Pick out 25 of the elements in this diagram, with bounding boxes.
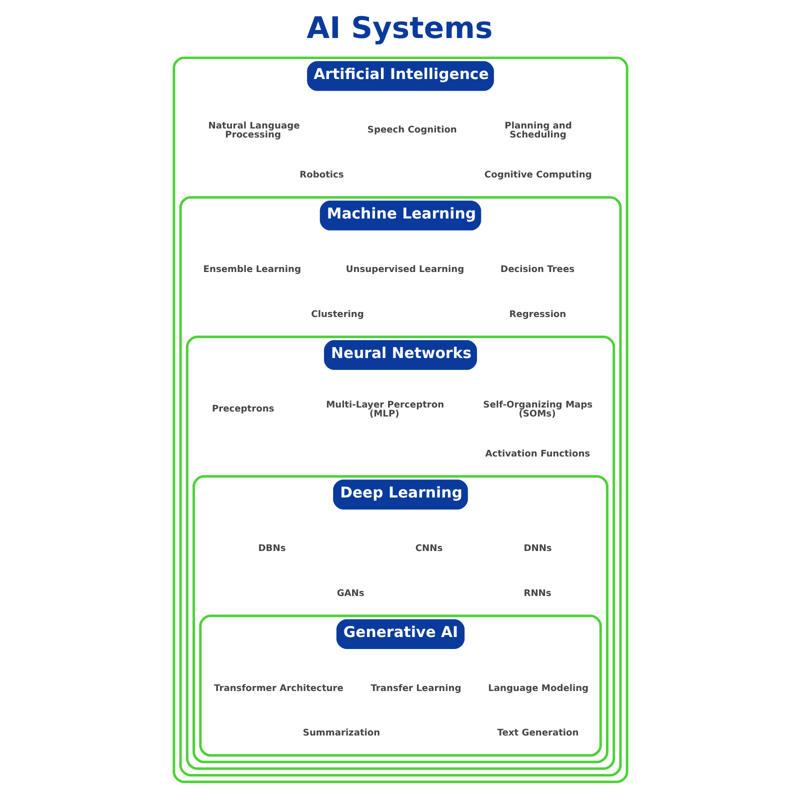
label: Decision Trees [500, 265, 574, 276]
label: Robotics [299, 170, 344, 180]
label: Multi-Layer Perceptron (MLP) [326, 400, 444, 420]
label: Planning and Scheduling [504, 122, 572, 141]
diagram-title: AI Systems [306, 10, 492, 46]
label: Language Modeling [488, 684, 588, 694]
label: DBNs [258, 544, 286, 554]
label: Ensemble Learning [202, 265, 300, 276]
label: Clustering [310, 310, 364, 320]
label: Self-Organizing Maps (SOMs) [482, 400, 592, 420]
label: Summarization [302, 728, 380, 738]
label: Regression [508, 310, 566, 320]
label: Transformer Architecture [214, 684, 343, 694]
label: Text Generation [496, 728, 578, 738]
label: Activation Functions [484, 449, 590, 460]
label: Preceptrons [211, 404, 274, 415]
label: Transfer Learning [370, 684, 461, 694]
label: RNNs [523, 588, 551, 599]
label: Cognitive Computing [484, 170, 592, 180]
label: Natural Language Processing [208, 122, 300, 141]
label: GANs [336, 588, 364, 599]
label: Unsupervised Learning [345, 265, 464, 276]
label: Speech Cognition [366, 126, 456, 136]
label: DNNs [523, 544, 552, 554]
label: CNNs [414, 544, 442, 554]
